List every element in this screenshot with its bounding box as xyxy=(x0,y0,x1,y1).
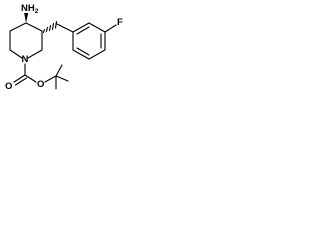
bond-c2-n1 xyxy=(27,49,43,59)
fluorophenyl-ring xyxy=(72,22,106,60)
ring-bond-d xyxy=(88,49,106,60)
boc-group xyxy=(13,63,69,90)
bond-n1-c6 xyxy=(9,49,23,59)
chemical-structure-diagram: NH2 F N O O xyxy=(5,3,123,92)
fluorine-label: F xyxy=(117,17,123,28)
ring-inner-bond-1 xyxy=(76,26,90,35)
ring-bond-e xyxy=(72,49,90,60)
hash-3 xyxy=(48,24,52,32)
ester-oxygen-label: O xyxy=(37,79,44,90)
hash-5 xyxy=(54,20,58,29)
amine-subscript-text: 2 xyxy=(35,8,39,15)
benzyl-hashed-bond xyxy=(42,20,58,34)
bond-carbonyl-c-o-double-2 xyxy=(14,77,28,86)
hash-1 xyxy=(42,28,46,34)
bond-c5-c4 xyxy=(9,22,27,32)
carbonyl-oxygen-label: O xyxy=(5,81,12,92)
ring-nitrogen-label: N xyxy=(22,54,29,65)
bond-ester-o-tbu-c xyxy=(44,75,57,83)
bond-tbu-methyl-1 xyxy=(55,64,63,77)
bond-ch2-aryl xyxy=(56,23,74,33)
amine-nh-text: NH xyxy=(21,3,35,14)
hash-4 xyxy=(51,22,55,31)
ring-inner-bond-3 xyxy=(76,47,90,56)
bond-c4-c3 xyxy=(25,22,43,32)
ring-bond-a xyxy=(72,22,90,33)
hash-2 xyxy=(45,26,49,33)
bond-aryl-fluorine xyxy=(104,24,117,33)
bond-carbonyl-c-ester-o xyxy=(24,74,37,83)
amine-wedge-bond xyxy=(24,13,29,23)
amine-label: NH2 xyxy=(21,3,39,15)
ring-bond-b xyxy=(88,22,106,33)
wedge-c4-nh2 xyxy=(24,13,29,23)
bond-tbu-methyl-2 xyxy=(55,75,69,82)
bond-carbonyl-c-o-double-1 xyxy=(13,74,26,83)
piperidine-ring xyxy=(9,22,43,59)
